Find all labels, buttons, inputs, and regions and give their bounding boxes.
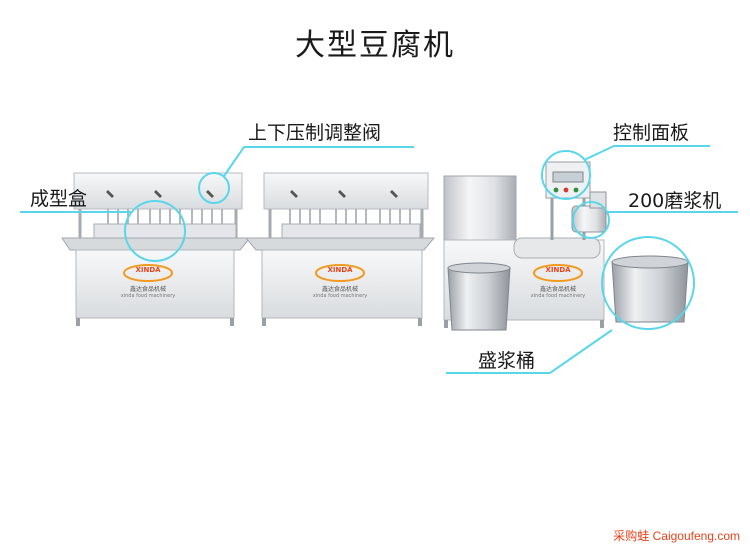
logo-text-2: XINDA — [327, 266, 353, 274]
company-cn-3: 鑫达食品机械 — [539, 286, 576, 293]
watermark: 采购蛙 Caigoufeng.com — [613, 529, 740, 543]
logo-text-3: XINDA — [545, 266, 571, 274]
brand-logo — [123, 264, 583, 282]
callout-grinder — [572, 201, 738, 239]
callout-control-panel — [541, 145, 710, 200]
bucket-left — [447, 262, 511, 331]
callout-label-bucket: 盛浆桶 — [478, 350, 536, 372]
company-cn-1: 鑫达食品机械 — [129, 286, 166, 293]
callout-bucket — [446, 236, 695, 374]
logo-text-1: XINDA — [135, 266, 161, 274]
bucket-right — [611, 255, 689, 323]
callout-label-mold-box: 成型盒 — [30, 188, 88, 210]
company-en-3: xinda food machinery — [530, 293, 586, 299]
press-machine-middle — [244, 172, 436, 326]
callout-mold-box — [20, 200, 186, 262]
callout-label-grinder: 200磨浆机 — [628, 190, 722, 212]
company-cn-2: 鑫达食品机械 — [321, 286, 358, 293]
company-en-2: xinda food machinery — [312, 293, 368, 299]
callout-label-control-panel: 控制面板 — [613, 122, 690, 144]
callout-label-press-valve: 上下压制调整阀 — [248, 122, 382, 144]
callout-press-valve — [198, 146, 414, 204]
page-title: 大型豆腐机 — [295, 28, 455, 63]
company-en-1: xinda food machinery — [120, 293, 176, 299]
press-machine-left — [61, 172, 252, 326]
